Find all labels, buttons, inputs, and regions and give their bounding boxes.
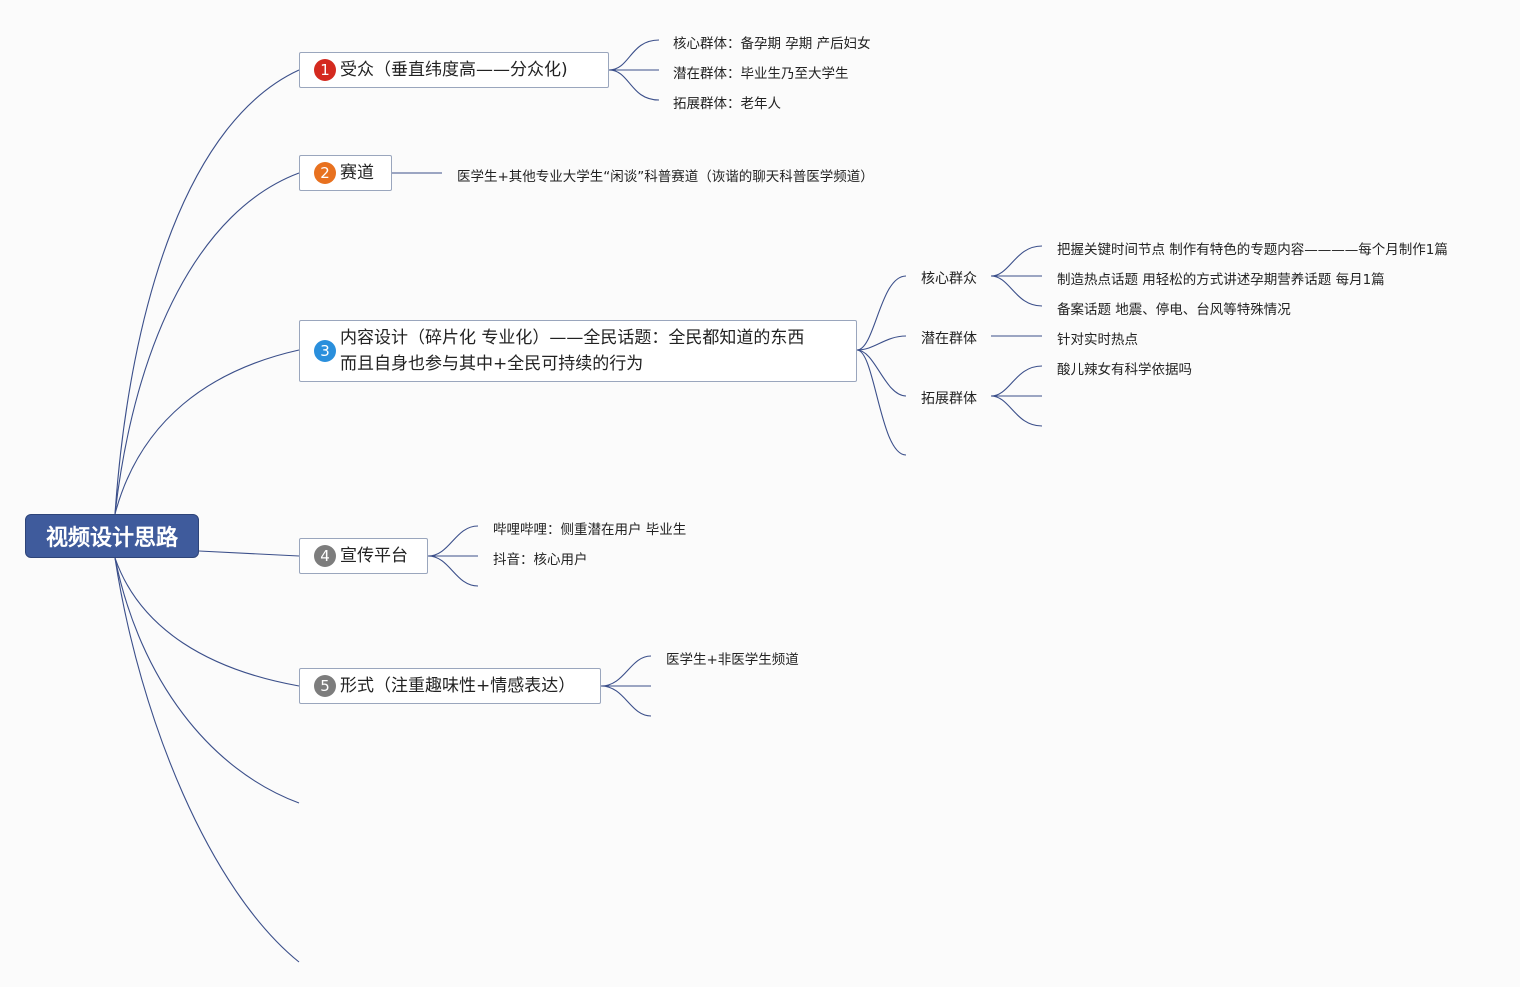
leaf-node[interactable]: 医学生+非医学生频道 [666, 652, 799, 668]
topic-label-line2: 而且自身也参与其中+全民可持续的行为 [340, 354, 644, 374]
topic-format[interactable]: 5 形式（注重趣味性+情感表达） [299, 668, 601, 704]
topic-label: 内容设计（碎片化 专业化）——全民话题：全民都知道的东西 而且自身也参与其中+全… [340, 325, 804, 377]
leaf-node[interactable]: 抖音：核心用户 [493, 552, 588, 568]
connector-root-topic4 [198, 550, 300, 557]
connector-s1-c3 [990, 275, 1043, 307]
leaf-node[interactable]: 拓展群体：老年人 [673, 96, 781, 112]
topic-label-line1: 内容设计（碎片化 专业化）——全民话题：全民都知道的东西 [340, 328, 805, 348]
connector-t4-c3 [427, 555, 479, 587]
connector-t5-c3 [600, 685, 652, 717]
leaf-node[interactable]: 潜在群体：毕业生乃至大学生 [673, 66, 849, 82]
leaf-node[interactable]: 酸儿辣女有科学依据吗 [1057, 362, 1192, 378]
connector-root-topic2 [114, 172, 300, 515]
connector-s3-c1 [990, 365, 1043, 397]
connector-t1-c3 [608, 69, 660, 101]
leaf-node[interactable]: 哔哩哔哩：侧重潜在用户 毕业生 [493, 522, 687, 538]
connector-s3-c3 [990, 395, 1043, 427]
leaf-node[interactable]: 医学生+其他专业大学生“闲谈”科普赛道（诙谐的聊天科普医学频道） [457, 169, 874, 185]
number-badge-3: 3 [314, 340, 336, 362]
connector-root-empty1 [114, 557, 300, 804]
connector-t3-s4 [856, 349, 907, 456]
number-badge-2: 2 [314, 162, 336, 184]
leaf-node[interactable]: 针对实时热点 [1057, 332, 1138, 348]
subtopic-potential[interactable]: 潜在群体 [921, 331, 977, 347]
connector-root-empty2 [114, 557, 300, 963]
topic-label: 受众（垂直纬度高——分众化) [340, 60, 568, 80]
topic-label: 形式（注重趣味性+情感表达） [340, 676, 576, 696]
leaf-node[interactable]: 备案话题 地震、停电、台风等特殊情况 [1057, 302, 1291, 318]
connector-t1-c1 [608, 39, 660, 71]
subtopic-expand[interactable]: 拓展群体 [921, 391, 977, 407]
connector-root-topic1 [114, 69, 300, 515]
topic-label: 赛道 [340, 163, 374, 183]
topic-content-design[interactable]: 3 内容设计（碎片化 专业化）——全民话题：全民都知道的东西 而且自身也参与其中… [299, 320, 857, 382]
number-badge-1: 1 [314, 59, 336, 81]
connector-t3-s1 [856, 275, 907, 351]
root-topic[interactable]: 视频设计思路 [25, 514, 199, 558]
connector-s1-c1 [990, 245, 1043, 277]
leaf-node[interactable]: 制造热点话题 用轻松的方式讲述孕期营养话题 每月1篇 [1057, 272, 1385, 288]
connector-t5-c1 [600, 655, 652, 687]
connector-t3-s2 [856, 335, 907, 351]
topic-audience[interactable]: 1 受众（垂直纬度高——分众化) [299, 52, 609, 88]
connector-t4-c1 [427, 525, 479, 557]
topic-track[interactable]: 2 赛道 [299, 155, 392, 191]
topic-platform[interactable]: 4 宣传平台 [299, 538, 428, 574]
leaf-node[interactable]: 核心群体：备孕期 孕期 产后妇女 [673, 36, 871, 52]
leaf-node[interactable]: 把握关键时间节点 制作有特色的专题内容————每个月制作1篇 [1057, 242, 1448, 258]
number-badge-4: 4 [314, 545, 336, 567]
connector-root-topic5 [114, 557, 300, 687]
connector-root-topic3 [114, 349, 300, 515]
number-badge-5: 5 [314, 675, 336, 697]
topic-label: 宣传平台 [340, 546, 408, 566]
connector-t3-s3 [856, 349, 907, 397]
subtopic-core[interactable]: 核心群众 [921, 271, 977, 287]
